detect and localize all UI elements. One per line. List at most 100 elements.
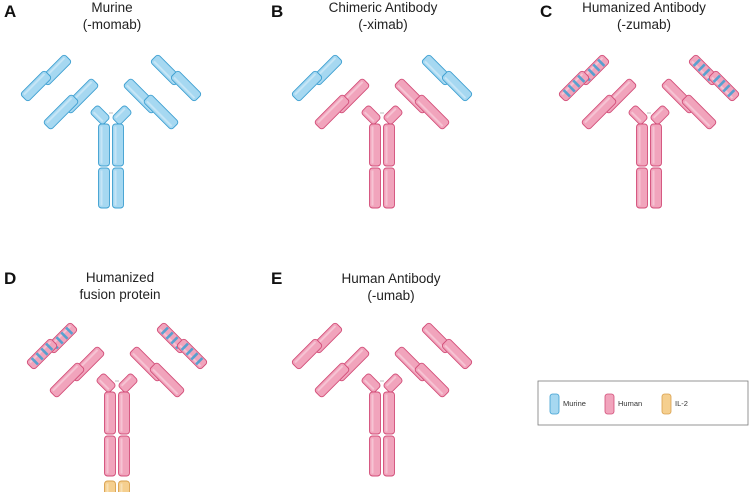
- light-chain-vl-right: [708, 70, 740, 102]
- cdr-stripe: [692, 58, 701, 67]
- light-chain-cl-right: [414, 94, 450, 130]
- light-chain-vl-right: [441, 338, 473, 370]
- cdr-stripe: [40, 347, 49, 356]
- legend-label-human: Human: [618, 399, 642, 408]
- light-chain-cl-left: [581, 94, 617, 130]
- light-chain-vl-left: [558, 70, 590, 102]
- panel-title-c-line2: (-zumab): [617, 17, 671, 32]
- panel-letter-b: B: [271, 2, 283, 21]
- cdr-stripe: [727, 89, 736, 98]
- light-chain-cl-right: [149, 362, 185, 398]
- legend-swatch-il2: [661, 393, 672, 415]
- antibody-b: [291, 54, 473, 209]
- il2-fusion-left: [104, 480, 116, 492]
- panel-letter-c: C: [540, 2, 552, 21]
- cdr-stripe: [55, 336, 64, 345]
- panel-title-b-line1: Chimeric Antibody: [329, 0, 438, 15]
- panel-title-a-line1: Murine: [91, 0, 132, 15]
- cdr-stripe: [577, 74, 586, 83]
- antibody-d: [26, 322, 208, 492]
- cdr-stripe: [180, 342, 189, 351]
- legend-swatch-human: [604, 393, 615, 415]
- panel-letter-a: A: [4, 2, 16, 21]
- heavy-chain-ch2-left: [369, 391, 381, 435]
- heavy-chain-elbow-left: [628, 105, 648, 125]
- light-chain-cl-left: [43, 94, 79, 130]
- cdr-stripe: [165, 331, 174, 340]
- light-chain-vl-left: [291, 338, 323, 370]
- light-chain-vl-right: [170, 70, 202, 102]
- heavy-chain-ch2-right: [383, 391, 395, 435]
- cdr-stripe: [195, 357, 204, 366]
- light-chain-cl-right: [414, 362, 450, 398]
- antibody-e: [291, 322, 473, 477]
- cdr-stripe: [185, 347, 194, 356]
- cdr-stripe: [567, 84, 576, 93]
- heavy-chain-ch2-left: [98, 123, 110, 167]
- heavy-chain-ch3-left: [636, 167, 648, 209]
- light-chain-cl-left: [314, 94, 350, 130]
- light-chain-vl-left: [291, 70, 323, 102]
- heavy-chain-ch2-right: [650, 123, 662, 167]
- heavy-chain-ch3-right: [383, 167, 395, 209]
- heavy-chain-elbow-left: [361, 105, 381, 125]
- heavy-chain-elbow-right: [383, 105, 403, 125]
- light-chain-vl-right: [441, 70, 473, 102]
- heavy-chain-ch2-left: [636, 123, 648, 167]
- cdr-stripe: [65, 326, 74, 335]
- light-chain-cl-left: [314, 362, 350, 398]
- heavy-chain-ch2-left: [104, 391, 116, 435]
- legend: Murine Human IL-2: [537, 380, 749, 426]
- cdr-stripe: [697, 63, 706, 72]
- heavy-chain-ch3-right: [112, 167, 124, 209]
- cdr-stripe: [587, 68, 596, 77]
- light-chain-vl-right: [176, 338, 208, 370]
- heavy-chain-ch3-left: [369, 435, 381, 477]
- cdr-stripe: [712, 74, 721, 83]
- legend-box: [537, 380, 749, 426]
- light-chain-vl-left: [26, 338, 58, 370]
- heavy-chain-ch3-right: [383, 435, 395, 477]
- panel-letter-d: D: [4, 269, 16, 288]
- heavy-chain-elbow-right: [112, 105, 132, 125]
- cdr-stripe: [45, 342, 54, 351]
- heavy-chain-elbow-left: [361, 373, 381, 393]
- cdr-stripe: [702, 68, 711, 77]
- cdr-stripe: [170, 336, 179, 345]
- panel-title-e-line1: Human Antibody: [341, 271, 440, 286]
- cdr-stripe: [722, 84, 731, 93]
- panel-title-c-line1: Humanized Antibody: [582, 0, 706, 15]
- heavy-chain-elbow-right: [650, 105, 670, 125]
- heavy-chain-ch3-left: [98, 167, 110, 209]
- legend-label-il2: IL-2: [675, 399, 688, 408]
- light-chain-cl-left: [49, 362, 85, 398]
- cdr-stripe: [597, 58, 606, 67]
- cdr-stripe: [60, 331, 69, 340]
- cdr-stripe: [160, 326, 169, 335]
- cdr-stripe: [30, 357, 39, 366]
- light-chain-vl-left: [20, 70, 52, 102]
- heavy-chain-ch2-right: [118, 391, 130, 435]
- panel-title-a-line2: (-momab): [83, 17, 142, 32]
- cdr-stripe: [190, 352, 199, 361]
- legend-swatch-murine: [549, 393, 560, 415]
- heavy-chain-elbow-right: [383, 373, 403, 393]
- heavy-chain-ch3-left: [369, 167, 381, 209]
- heavy-chain-elbow-left: [96, 373, 116, 393]
- heavy-chain-ch2-right: [112, 123, 124, 167]
- heavy-chain-ch3-right: [650, 167, 662, 209]
- heavy-chain-ch3-right: [118, 435, 130, 477]
- heavy-chain-elbow-left: [90, 105, 110, 125]
- panel-letter-e: E: [271, 269, 282, 288]
- cdr-stripe: [35, 352, 44, 361]
- panel-title-d-line1: Humanized: [86, 270, 154, 285]
- il2-fusion-right: [118, 480, 130, 492]
- panel-title-e-line2: (-umab): [367, 288, 414, 303]
- cdr-stripe: [717, 79, 726, 88]
- light-chain-cl-right: [681, 94, 717, 130]
- heavy-chain-ch2-left: [369, 123, 381, 167]
- heavy-chain-ch2-right: [383, 123, 395, 167]
- heavy-chain-ch3-left: [104, 435, 116, 477]
- legend-label-murine: Murine: [563, 399, 586, 408]
